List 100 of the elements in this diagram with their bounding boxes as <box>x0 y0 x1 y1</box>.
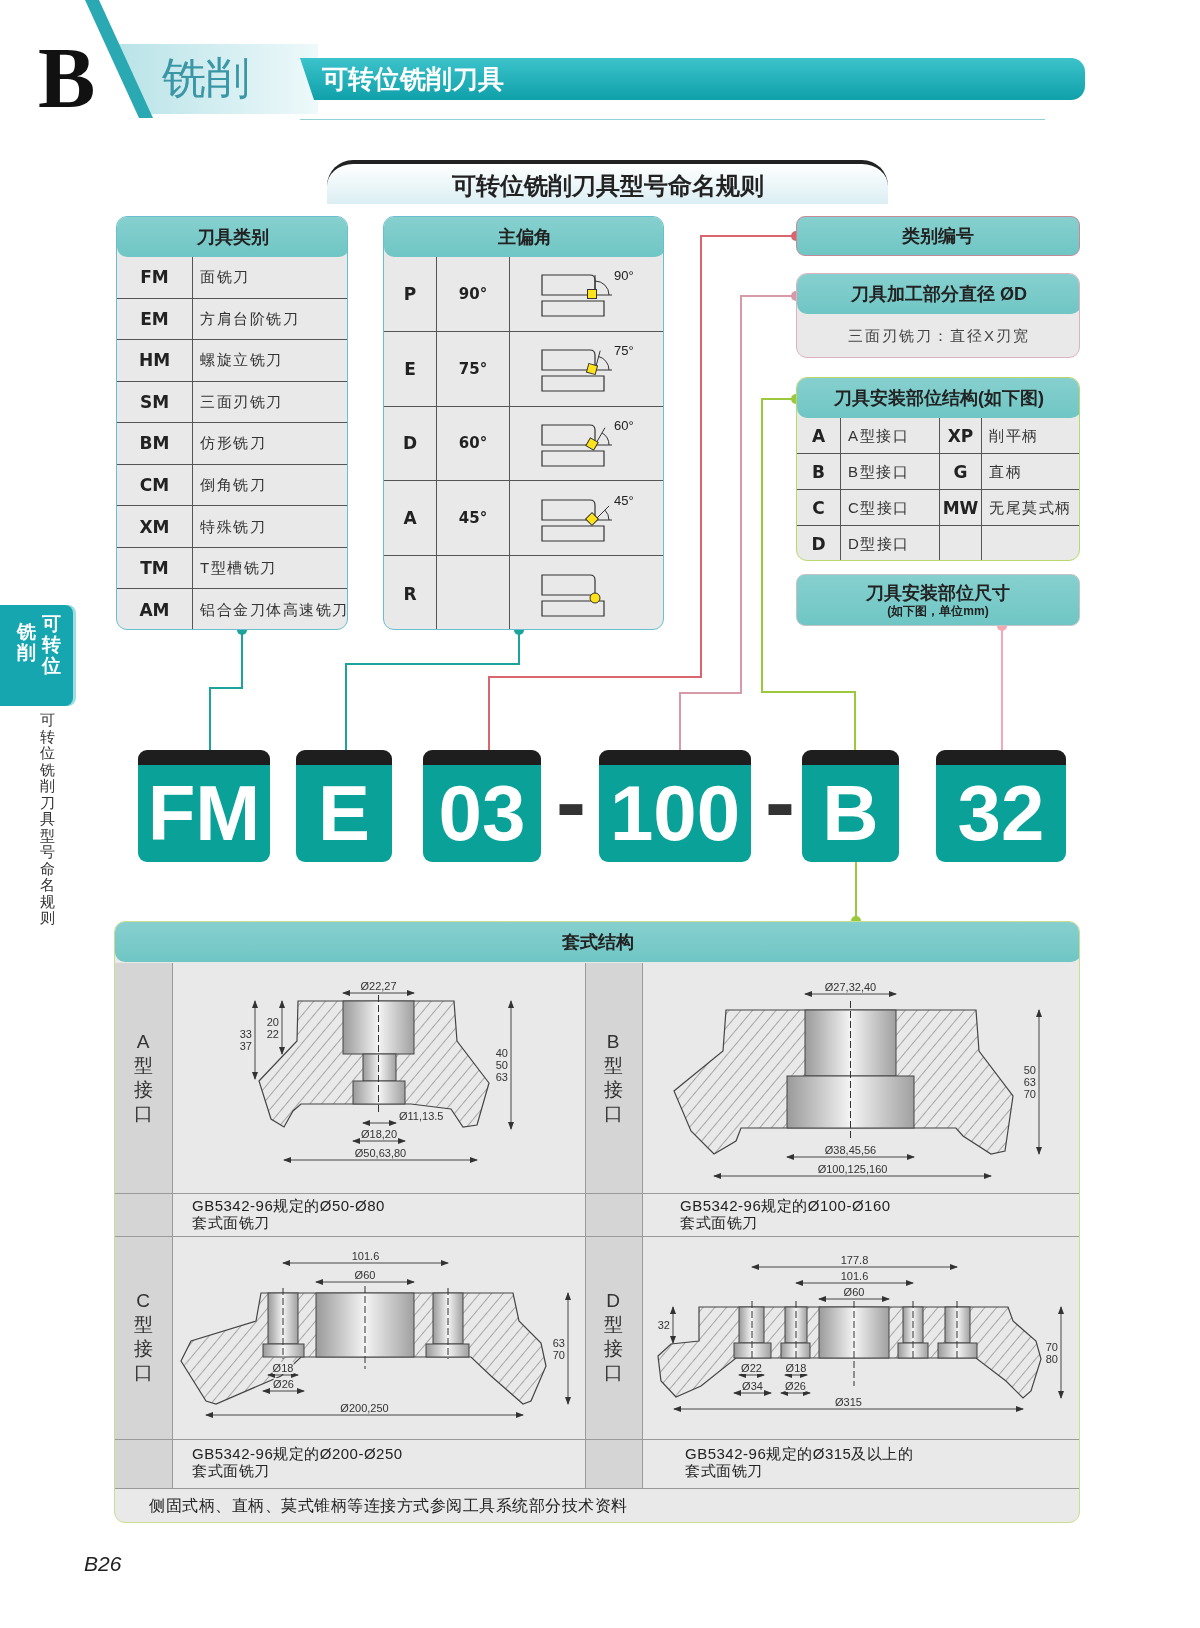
interface-description: A型接口 <box>848 426 909 445</box>
angle-code: D <box>402 433 418 454</box>
panel-heading: 刀具加工部分直径 ØD <box>797 274 1079 314</box>
dimension-label: Ø18,20 <box>360 1128 398 1140</box>
interface-description: D型接口 <box>848 534 910 554</box>
dimension-label: Ø26 <box>273 1378 294 1390</box>
row-header: C型接口 <box>132 1289 154 1385</box>
type-description: 方肩台阶铣刀 <box>200 309 299 329</box>
section-letter: B <box>38 30 96 126</box>
interface-code: A <box>811 425 826 446</box>
interface-table-panel <box>796 377 1080 561</box>
angle-label: 45° <box>614 492 634 508</box>
panel-heading: 套式结构 <box>115 922 1079 962</box>
dimension-label: Ø27,32,40 <box>824 981 877 993</box>
type-code: AM <box>139 600 170 621</box>
interface-description: 削平柄 <box>989 426 1039 445</box>
interface-code: XP <box>947 425 974 446</box>
separator-dash: - <box>556 752 586 852</box>
type-code: HM <box>138 350 171 371</box>
angle-code: R <box>403 583 417 604</box>
dimension-label: Ø38,45,56 <box>824 1144 877 1156</box>
interface-description: 无尾莫式柄 <box>989 498 1072 517</box>
interface-code: G <box>953 461 968 482</box>
code-box: 32 <box>936 750 1066 862</box>
header-text: 可转位铣削刀具 <box>322 63 504 96</box>
type-description: 面铣刀 <box>200 267 250 287</box>
separator-dash: - <box>765 752 795 852</box>
panel-heading: 刀具安装部位结构(如下图) <box>797 378 1079 418</box>
structure-table-panel <box>114 921 1080 1523</box>
row-header: B型接口 <box>602 1030 624 1126</box>
dimension-label: Ø26 <box>785 1380 806 1392</box>
dimension-label: 101.6 <box>351 1250 380 1262</box>
panel-heading: 刀具类别 <box>117 217 347 257</box>
interface-description: 直柄 <box>989 462 1022 481</box>
interface-description: C型接口 <box>848 498 910 517</box>
heading-note: (如下图，单位mm) <box>887 603 989 619</box>
dimension-label: Ø18 <box>272 1362 294 1374</box>
dimension-label: Ø34 <box>742 1380 763 1392</box>
interface-code: D <box>811 534 826 554</box>
dimension-label: Ø60 <box>843 1286 865 1298</box>
dimension-label: Ø22,27 <box>360 980 397 992</box>
interface-description: B型接口 <box>848 462 909 481</box>
code-box: 100 <box>599 750 751 862</box>
heading-text: 刀具安装部位尺寸 <box>866 581 1010 604</box>
dimension-label: 40 50 63 <box>495 1047 508 1083</box>
row-header: D型接口 <box>602 1289 624 1385</box>
dimension-label: Ø200,250 <box>340 1402 389 1414</box>
type-code: XM <box>139 516 170 537</box>
panel-body-text: 三面刃铣刀：直径X刃宽 <box>847 326 1031 346</box>
type-code: FM <box>140 267 169 288</box>
dimension-label: 50 63 70 <box>1023 1064 1036 1100</box>
section-name: 铣削 <box>162 52 250 104</box>
type-code: BM <box>139 433 170 454</box>
drawing-caption: GB5342-96规定的Ø100-Ø160套式面铣刀 <box>680 1197 892 1231</box>
angle-value: 75° <box>458 359 488 378</box>
side-tab <box>0 605 73 706</box>
type-description: 铝合金刀体高速铣刀 <box>200 600 347 620</box>
dimension-label: 32 <box>657 1319 670 1331</box>
dimension-label: Ø315 <box>835 1396 862 1408</box>
angle-label: 90° <box>614 268 634 284</box>
category-table-panel <box>116 216 348 630</box>
dimension-label: Ø22 <box>741 1362 762 1374</box>
angle-label: 60° <box>614 418 634 433</box>
type-description: 倒角铣刀 <box>200 475 266 495</box>
angle-code: A <box>403 508 417 529</box>
angle-label: 75° <box>614 343 634 359</box>
code-box: 03 <box>423 750 541 862</box>
type-description: 螺旋立铣刀 <box>200 350 283 370</box>
angle-value: 90° <box>458 284 488 303</box>
angle-table-panel <box>383 216 664 630</box>
type-code: TM <box>140 558 169 579</box>
dimension-label: Ø18 <box>785 1362 807 1374</box>
diagram-title: 可转位铣削刀具型号命名规则 <box>450 171 765 201</box>
side-tab-text: 铣削 <box>15 621 37 663</box>
drawing-caption: GB5342-96规定的Ø200-Ø250套式面铣刀 <box>192 1445 404 1479</box>
type-description: 三面刃铣刀 <box>200 392 283 412</box>
heading-text: 类别编号 <box>902 225 974 247</box>
heading-box <box>796 574 1080 626</box>
interface-code: B <box>812 461 825 482</box>
type-code: CM <box>139 475 170 496</box>
angle-code: P <box>403 283 417 304</box>
type-description: T型槽铣刀 <box>200 558 277 578</box>
connector-line <box>761 394 856 751</box>
dimension-label: 63 70 <box>552 1336 565 1361</box>
code-box: E <box>296 750 392 862</box>
type-description: 特殊铣刀 <box>200 517 266 537</box>
info-panel <box>796 273 1080 358</box>
interface-code: C <box>812 497 825 518</box>
dimension-label: Ø11,13.5 <box>399 1110 444 1122</box>
footnote: 侧固式柄、直柄、莫式锥柄等连接方式参阅工具系统部分技术资料 <box>149 1496 628 1516</box>
panel-heading: 主偏角 <box>384 217 663 257</box>
page-number: B26 <box>84 1552 122 1576</box>
dimension-label: 33 37 <box>239 1028 252 1052</box>
code-box: B <box>802 750 899 862</box>
row-header: A型接口 <box>132 1030 154 1126</box>
interface-code: MW <box>942 497 979 518</box>
angle-code: E <box>404 358 416 379</box>
heading-box <box>796 216 1080 256</box>
dimension-label: 177.8 <box>840 1254 869 1266</box>
type-code: EM <box>140 308 169 329</box>
